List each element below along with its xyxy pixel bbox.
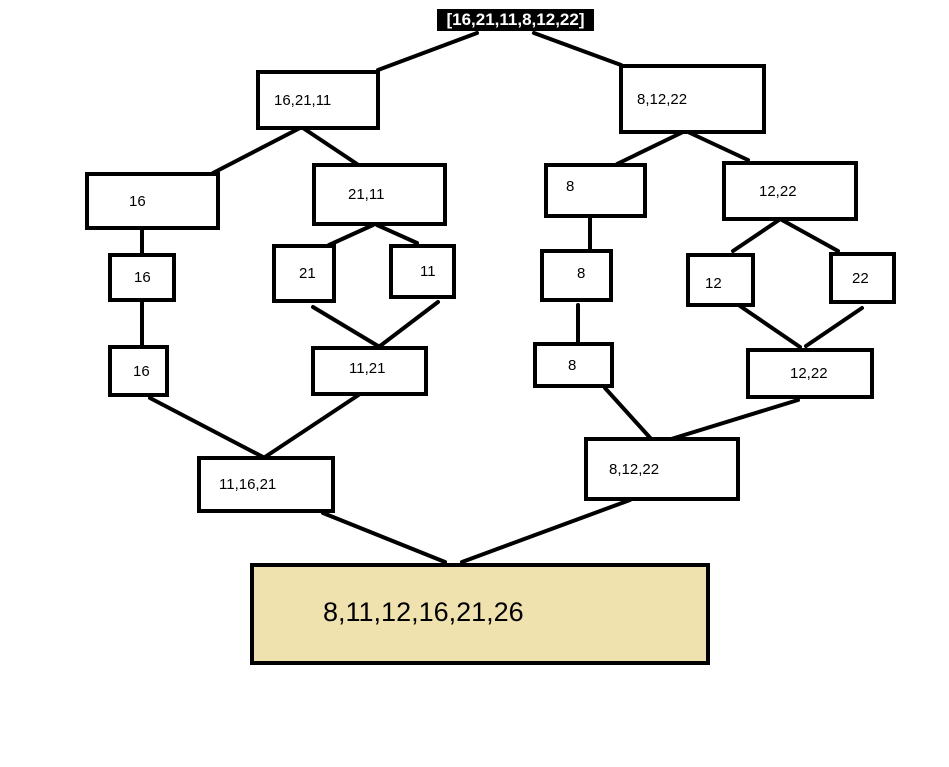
node-leaf-11: 11 [389,244,456,299]
node-label: 8 [568,356,577,374]
edge [311,305,380,348]
edge [780,218,840,253]
edge [327,223,375,247]
node-label: 21,11 [348,186,385,203]
node-label: 8 [566,178,575,195]
edge [686,130,750,162]
node-label: 12 [705,274,722,292]
edge [263,392,362,459]
node-label: 16 [129,192,146,210]
node-leaf-16: 16 [108,253,176,302]
node-label: 16 [134,269,151,286]
node-label: 12,22 [759,182,797,200]
edge [378,300,440,348]
edge [321,511,447,564]
node-label: 8,12,22 [637,90,688,108]
sorted-result-box: 8,11,12,16,21,26 [250,563,710,665]
edge [532,31,623,67]
node-merge-12-22: 12,22 [746,348,874,399]
node-label: 8,12,22 [609,460,660,478]
node-label: 16 [133,362,150,380]
node-label: 21 [299,265,316,282]
node-label: 8 [577,265,586,282]
node-12-22: 12,22 [722,161,858,221]
edge [603,386,655,443]
edge [376,31,479,72]
node-16: 16 [85,172,220,230]
node-leaf-21: 21 [272,244,336,303]
node-leaf-12: 12 [686,253,755,307]
edge [738,304,802,349]
node-leaf-22: 22 [829,252,896,304]
node-split-right: 8,12,22 [619,64,766,134]
node-label: 11 [420,263,436,280]
edge [731,218,781,253]
edge [460,498,632,564]
node-merge-8-12-22: 8,12,22 [584,437,740,501]
edge [148,396,265,459]
edge [375,223,419,245]
node-merge-16: 16 [108,345,169,397]
node-label: 11,21 [349,359,386,377]
node-label: 11,16,21 [219,476,277,493]
node-merge-8: 8 [533,342,614,388]
edge [666,398,800,442]
node-merge-11-21: 11,21 [311,346,428,396]
node-label: 22 [852,269,869,287]
edge [615,130,685,166]
sorted-result-label: 8,11,12,16,21,26 [323,596,524,627]
edge [301,126,359,166]
node-8: 8 [544,163,647,218]
edge [804,306,864,348]
node-merge-11-16-21: 11,16,21 [197,456,335,513]
node-21-11: 21,11 [312,163,447,226]
node-label: 16,21,11 [274,91,332,109]
node-leaf-8: 8 [540,249,613,302]
root-array-label: [16,21,11,8,12,22] [437,9,594,31]
node-label: 12,22 [790,365,828,382]
node-split-left: 16,21,11 [256,70,380,130]
edge [211,126,302,175]
